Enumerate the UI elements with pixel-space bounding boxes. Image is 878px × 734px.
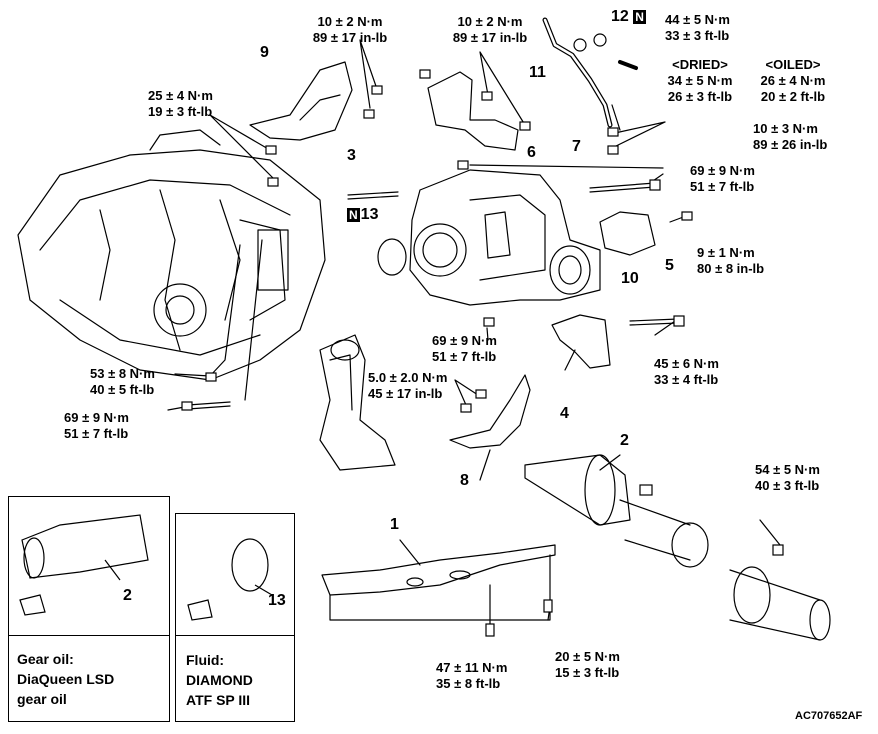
- o-ring-drawing: [377, 238, 407, 276]
- bracket-9-drawing: [249, 61, 353, 141]
- gear-oil-text: Gear oil: DiaQueen LSD gear oil: [17, 651, 115, 707]
- transmission-case-drawing: [17, 129, 326, 381]
- bracket-4-drawing: [551, 314, 611, 369]
- vent-hose-drawing: [542, 17, 613, 128]
- inset-callout-2: 2: [123, 587, 132, 604]
- bracket-8-drawing: [449, 374, 531, 449]
- inset-o-ring-drawing: [231, 538, 269, 592]
- figure-code: AC707652AF: [795, 710, 863, 722]
- callout-12: 12 N: [611, 8, 646, 25]
- bracket-5-drawing: [599, 211, 656, 256]
- inset-callout-13: 13: [268, 592, 286, 609]
- callout-3: 3: [347, 147, 356, 164]
- callout-7: 7: [572, 138, 581, 155]
- callout-8: 8: [460, 472, 469, 489]
- callout-4: 4: [560, 405, 569, 422]
- fluid-inset-panel: 13 Fluid: DIAMOND ATF SP III: [175, 513, 295, 722]
- gear-oil-inset-panel: 2 Gear oil: DiaQueen LSD gear oil: [8, 496, 170, 722]
- callout-5: 5: [665, 257, 674, 274]
- crossmember-drawing: [321, 544, 556, 596]
- bracket-6-drawing: [427, 71, 519, 151]
- callout-2: 2: [620, 432, 629, 449]
- callout-9: 9: [260, 44, 269, 61]
- inset-shaft-drawing: [21, 514, 149, 579]
- callout-10: 10: [621, 270, 639, 287]
- new-part-badge: N: [347, 208, 360, 222]
- callout-11: 11: [529, 64, 546, 81]
- propeller-shaft-drawing: [524, 454, 831, 641]
- engine-mount-drawing: [319, 334, 396, 471]
- new-part-badge: N: [633, 10, 646, 24]
- callout-6: 6: [527, 144, 536, 161]
- callout-1: 1: [390, 516, 399, 533]
- transfer-case-drawing: [409, 169, 601, 306]
- fluid-text: Fluid: DIAMOND ATF SP III: [186, 652, 253, 708]
